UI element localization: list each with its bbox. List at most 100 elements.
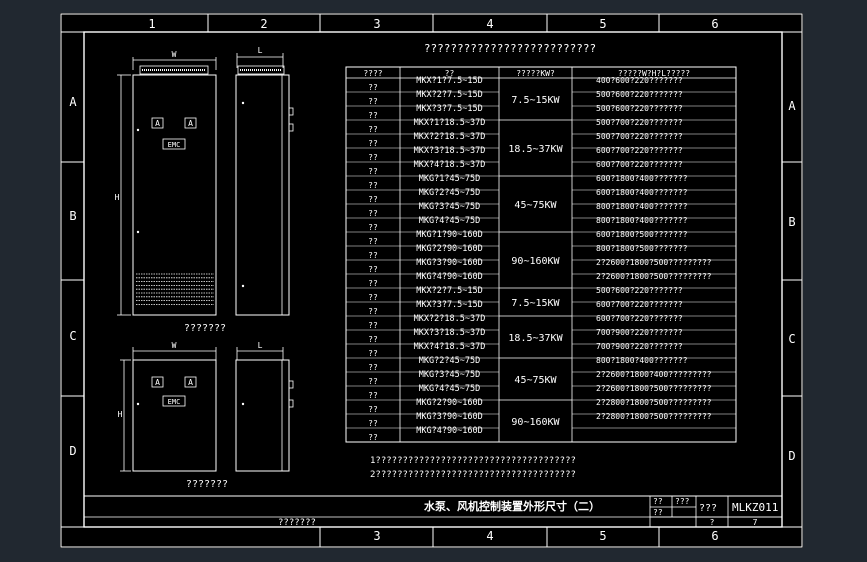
table-cell-type: ?? [368, 349, 378, 358]
zone-col-bottom-3: 3 [373, 529, 380, 543]
table-cell-type: ?? [368, 223, 378, 232]
tb-cell-b1: ?? [653, 508, 663, 517]
table-cell-model: MKG?3?45~75D [419, 370, 480, 380]
wall-cabinet-side-view: L [235, 341, 294, 472]
table-cell-type: ?? [368, 97, 378, 106]
tb-cell-a1: ?? [653, 497, 663, 506]
table-cell-type: ?? [368, 335, 378, 344]
table-cell-model: MKX?3?18.5~37D [414, 146, 486, 156]
dim-width-label-2: W [172, 341, 177, 350]
table-cell-type: ?? [368, 419, 378, 428]
dim-length-label-2: L [258, 341, 263, 350]
table-cell-model: MKX?3?18.5~37D [414, 328, 486, 338]
zone-row-right-C: C [788, 332, 795, 346]
table-cell-size: 2?2600?1800?500????????? [596, 272, 712, 281]
wall-cabinet-front-view: W H A A EMC [118, 341, 217, 472]
table-cell-type: ?? [368, 321, 378, 330]
zone-row-right-A: A [788, 99, 796, 113]
tb-page-b: 7 [753, 518, 758, 527]
table-cell-type: ?? [368, 209, 378, 218]
zone-col-5: 5 [599, 17, 606, 31]
table-cell-model: MKG?4?90~160D [416, 272, 483, 282]
table-cell-size: 500?600?220??????? [596, 286, 683, 295]
sheet-background [60, 13, 803, 548]
table-cell-model: MKX?2?18.5~37D [414, 132, 486, 142]
zone-labels-bottom: 3 4 5 6 [373, 529, 718, 543]
table-cell-type: ?? [368, 83, 378, 92]
wall-caption: ??????? [186, 479, 228, 490]
table-cell-size: 2?2600?1800?400????????? [596, 370, 712, 379]
meter-a-label: A [155, 119, 160, 128]
table-header-3: ?????KW? [516, 69, 555, 78]
zone-col-bottom-6: 6 [711, 529, 718, 543]
wall-meter-a-label-2: A [188, 378, 193, 387]
tb-code-label: ??? [699, 503, 717, 514]
table-cell-model: MKX?1?7.5~15D [416, 76, 483, 86]
wall-meter-a-label: A [155, 378, 160, 387]
table-cell-type: ?? [368, 293, 378, 302]
table-cell-model: MKG?3?90~160D [416, 412, 483, 422]
table-cell-size: 2?2800?1800?500????????? [596, 412, 712, 421]
tb-cell-a2: ??? [675, 497, 690, 506]
zone-row-A: A [69, 95, 77, 109]
spec-table: ???????????KW??????W?H?L???????MKX?1?7.5… [345, 66, 737, 443]
dim-width-label: W [172, 50, 177, 59]
table-cell-type: ?? [368, 237, 378, 246]
table-cell-size: 500?600?220??????? [596, 90, 683, 99]
zone-row-C: C [69, 329, 76, 343]
table-cell-size: 800?1800?400??????? [596, 356, 688, 365]
table-cell-model: MKX?2?7.5~15D [416, 286, 483, 296]
wall-cabinet-body [132, 359, 217, 472]
table-cell-model: MKG?2?45~75D [419, 188, 480, 198]
table-cell-size: 500?700?220??????? [596, 118, 683, 127]
tb-page-a: ? [710, 518, 715, 527]
table-header-4: ?????W?H?L????? [618, 69, 690, 78]
table-cell-model: MKX?2?7.5~15D [416, 90, 483, 100]
table-cell-model: MKG?2?90~160D [416, 244, 483, 254]
table-cell-type: ?? [368, 307, 378, 316]
zone-col-4: 4 [486, 17, 493, 31]
table-header-1: ???? [363, 69, 382, 78]
zone-labels-right: A B C D [788, 99, 796, 463]
table-cell-size: 600?700?220??????? [596, 146, 683, 155]
note-1: 1????????????????????????????????????? [370, 456, 576, 466]
dim-length-label: L [258, 46, 263, 55]
table-cell-size: 800?1800?500??????? [596, 244, 688, 253]
table-cell-model: MKX?3?7.5~15D [416, 300, 483, 310]
table-cell-type: ?? [368, 265, 378, 274]
table-cell-model: MKG?4?45~75D [419, 384, 480, 394]
zone-col-2: 2 [260, 17, 267, 31]
table-cell-type: ?? [368, 433, 378, 442]
table-cell-power: 7.5~15KW [511, 298, 560, 309]
floor-cabinet-side-view: L [235, 46, 294, 316]
table-cell-power: 18.5~37KW [508, 144, 563, 155]
table-cell-size: 700?900?220??????? [596, 342, 683, 351]
table-cell-power: 45~75KW [514, 200, 557, 211]
table-cell-size: 500?700?220??????? [596, 132, 683, 141]
table-cell-type: ?? [368, 181, 378, 190]
table-cell-type: ?? [368, 251, 378, 260]
table-cell-size: 2?2600?1800?500????????? [596, 384, 712, 393]
table-cell-model: MKG?4?90~160D [416, 426, 483, 436]
table-cell-type: ?? [368, 195, 378, 204]
side-body [235, 74, 290, 316]
table-cell-type: ?? [368, 139, 378, 148]
note-2: 2????????????????????????????????????? [370, 470, 576, 480]
table-cell-size: 600?700?220??????? [596, 300, 683, 309]
table-cell-model: MKX?1?18.5~37D [414, 118, 486, 128]
table-cell-model: MKX?3?7.5~15D [416, 104, 483, 114]
drawing-main-title: 水泵、风机控制装置外形尺寸（二） [424, 499, 600, 513]
table-cell-size: 800?1800?400??????? [596, 216, 688, 225]
zone-col-bottom-4: 4 [486, 529, 493, 543]
table-cell-type: ?? [368, 167, 378, 176]
zone-col-bottom-5: 5 [599, 529, 606, 543]
table-cell-size: 600?1800?500??????? [596, 230, 688, 239]
table-cell-size: 600?700?220??????? [596, 314, 683, 323]
table-cell-model: MKX?2?18.5~37D [414, 314, 486, 324]
title-block: 水泵、风机控制装置外形尺寸（二） ?? ??? ?? ??? MLKZ011 ?… [84, 495, 782, 528]
table-cell-power: 7.5~15KW [511, 95, 560, 106]
table-cell-power: 90~160KW [511, 417, 560, 428]
table-cell-size: 400?600?220??????? [596, 76, 683, 85]
table-header-2: ?? [445, 69, 455, 78]
table-cell-size: 600?1800?400??????? [596, 174, 688, 183]
